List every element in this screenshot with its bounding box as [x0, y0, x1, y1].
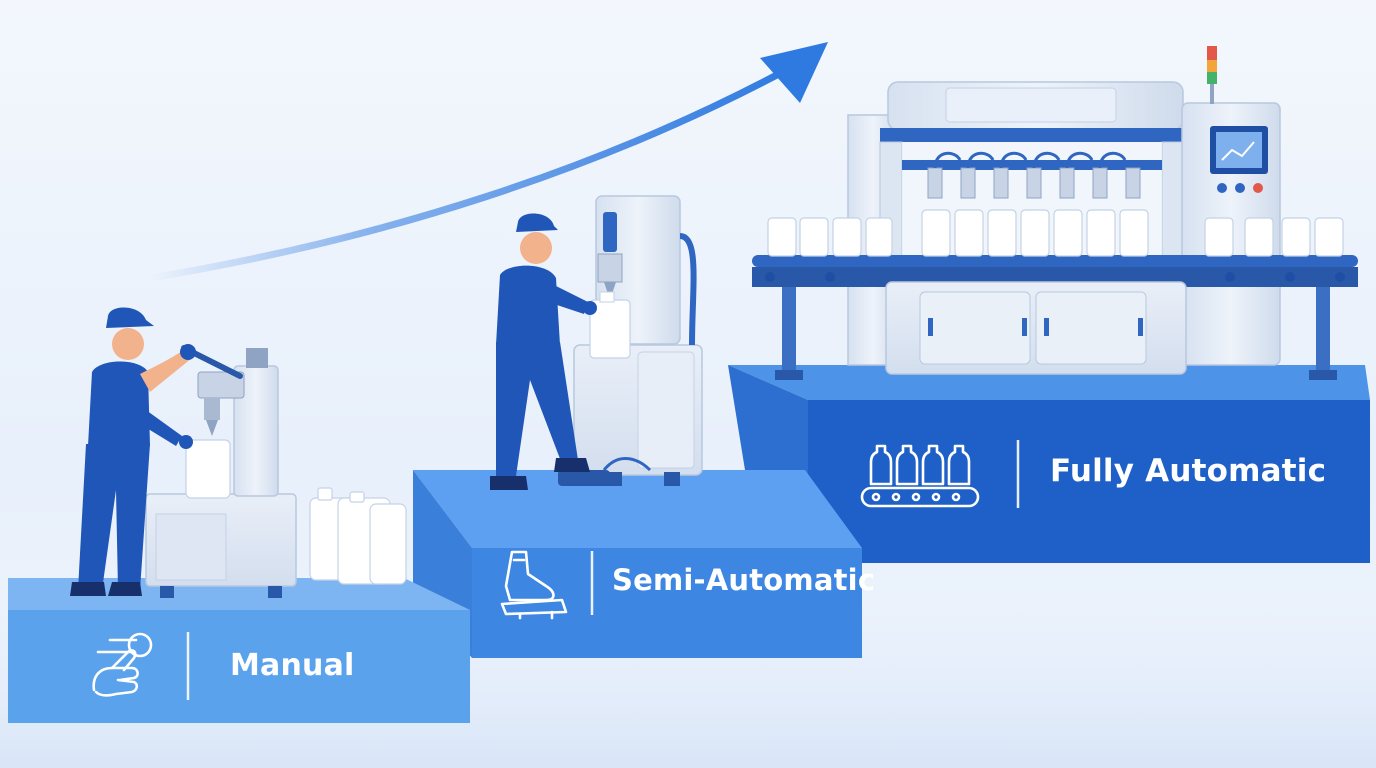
- worker-semi-automatic: [490, 213, 597, 490]
- growth-arrow: [146, 42, 828, 282]
- bottles-conveyor-icon: [860, 444, 980, 508]
- worker-manual: [70, 307, 196, 596]
- stage-label-fully-automatic: Fully Automatic: [1050, 453, 1327, 489]
- hand-pointer-icon: [92, 632, 153, 697]
- manual-filling-machine: [145, 345, 407, 598]
- foot-pedal-icon: [500, 550, 568, 620]
- step-manual: [8, 578, 470, 723]
- stage-label-semi-automatic: Semi-Automatic: [612, 563, 876, 597]
- step-fully-automatic: [728, 365, 1370, 563]
- semi-automatic-filling-machine: [558, 195, 703, 486]
- stage-label-manual: Manual: [230, 648, 355, 683]
- fully-automatic-filling-machine: [752, 46, 1358, 380]
